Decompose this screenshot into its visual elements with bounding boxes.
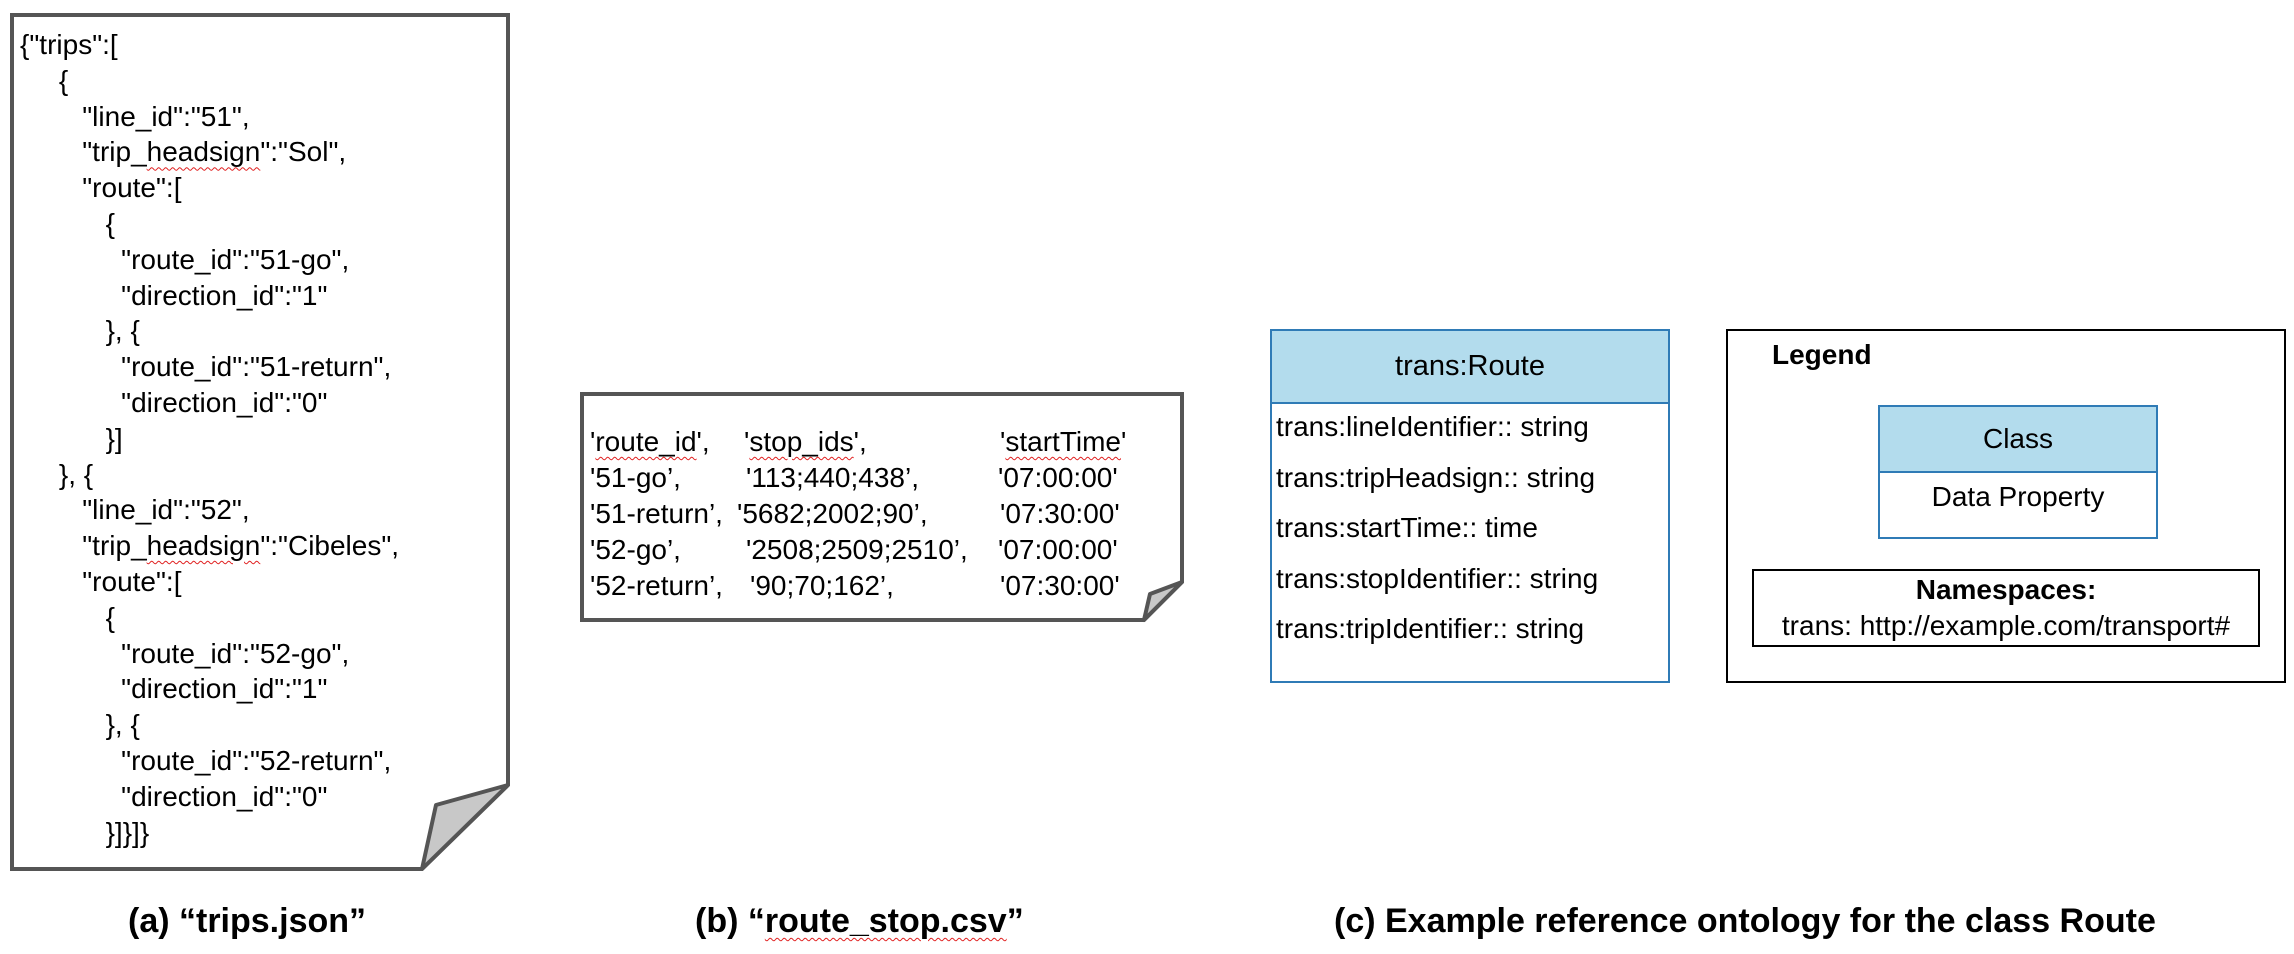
json-line: "line_id":"51",: [20, 100, 250, 132]
class-header: trans:Route: [1272, 331, 1668, 404]
trips-json-document: {"trips":[ { "line_id":"51", "trip_heads…: [10, 13, 510, 871]
data-property: trans:tripHeadsign:: string: [1276, 462, 1596, 493]
route-stop-csv-document: 'route_id', 'stop_ids', 'startTime' '51-…: [580, 392, 1184, 624]
json-line: "line_id":"52",: [20, 494, 250, 526]
json-line: }]: [20, 422, 123, 454]
csv-cell: '51-go’,: [590, 462, 681, 493]
json-line: {: [20, 64, 69, 96]
json-line: "direction_id":"1": [20, 279, 328, 311]
caption-a: (a) “trips.json”: [128, 902, 367, 940]
json-line: "route_id":"52-return",: [20, 745, 392, 776]
namespaces-title: Namespaces:: [1915, 574, 2097, 605]
json-line: "route_id":"51-go",: [20, 243, 350, 275]
json-line: }, {: [20, 458, 94, 490]
caption-b-filename: route_stop.csv: [764, 902, 1007, 940]
dog-ear-fold: [420, 783, 510, 871]
json-line: "route":[: [20, 566, 182, 597]
caption-b: (b) “route_stop.csv”: [695, 902, 1024, 941]
legend-property-label: Data Property: [1931, 481, 2105, 512]
csv-cell: '90;70;162’,: [750, 570, 894, 601]
json-line: "route_id":"51-return",: [20, 351, 392, 383]
json-line: {: [20, 208, 115, 239]
csv-cell: '5682;2002;90’,: [737, 498, 928, 529]
legend-class-sample: Class Data Property: [1878, 405, 2158, 539]
trips-json-frame: [10, 13, 510, 871]
route-class-box: trans:Route trans:lineIdentifier:: strin…: [1270, 329, 1670, 683]
json-line: "direction_id":"1": [20, 673, 328, 705]
legend-class-label: Class: [1880, 407, 2156, 473]
json-line: {: [20, 601, 115, 633]
csv-cell: '52-go’,: [590, 534, 681, 565]
namespace-entry: trans: http://example.com/transport#: [1781, 610, 2231, 641]
csv-cell: '07:00:00': [998, 534, 1118, 565]
csv-cell: '07:00:00': [998, 462, 1118, 493]
spellcheck-underline: headsign: [146, 530, 261, 562]
caption-c: (c) Example reference ontology for the c…: [1334, 902, 2156, 940]
json-line: "route_id":"52-go",: [20, 637, 350, 669]
data-property: trans:stopIdentifier:: string: [1276, 563, 1599, 594]
json-line: "trip_headsign":"Sol",: [20, 136, 347, 168]
legend-box: Legend Class Data Property Namespaces: t…: [1726, 329, 2286, 683]
csv-cell: '52-return’,: [590, 570, 723, 601]
spellcheck-underline: headsign: [146, 136, 261, 168]
route-stop-csv-frame: [580, 392, 1184, 622]
json-line: }]}]}: [20, 816, 150, 848]
csv-cell: '07:30:00': [1000, 498, 1120, 529]
namespaces-box: Namespaces: trans: http://example.com/tr…: [1752, 569, 2260, 647]
json-line: {"trips":[: [20, 29, 118, 60]
csv-cell: '2508;2509;2510’,: [746, 534, 968, 565]
csv-cell: '51-return’,: [590, 498, 723, 529]
csv-header-start-time: 'startTime': [1000, 426, 1127, 457]
caption-b-prefix: (b) “: [695, 902, 765, 940]
json-line: }, {: [20, 709, 140, 741]
csv-header-stop-ids: 'stop_ids',: [744, 426, 867, 457]
json-line: "route":[: [20, 172, 182, 204]
data-property: trans:startTime:: time: [1276, 512, 1538, 543]
data-property: trans:tripIdentifier:: string: [1276, 613, 1585, 644]
json-line: "direction_id":"0": [20, 387, 328, 418]
csv-cell: '113;440;438’,: [746, 462, 919, 493]
json-line: }, {: [20, 315, 140, 347]
data-property: trans:lineIdentifier:: string: [1276, 411, 1589, 442]
dog-ear-fold: [1142, 580, 1184, 622]
legend-title: Legend: [1772, 339, 1872, 370]
caption-b-suffix: ”: [1006, 902, 1024, 940]
csv-cell: '07:30:00': [1000, 570, 1120, 601]
json-line: "direction_id":"0": [20, 780, 328, 812]
csv-header-route-id: 'route_id',: [590, 426, 710, 457]
json-line: "trip_headsign":"Cibeles",: [20, 530, 400, 562]
